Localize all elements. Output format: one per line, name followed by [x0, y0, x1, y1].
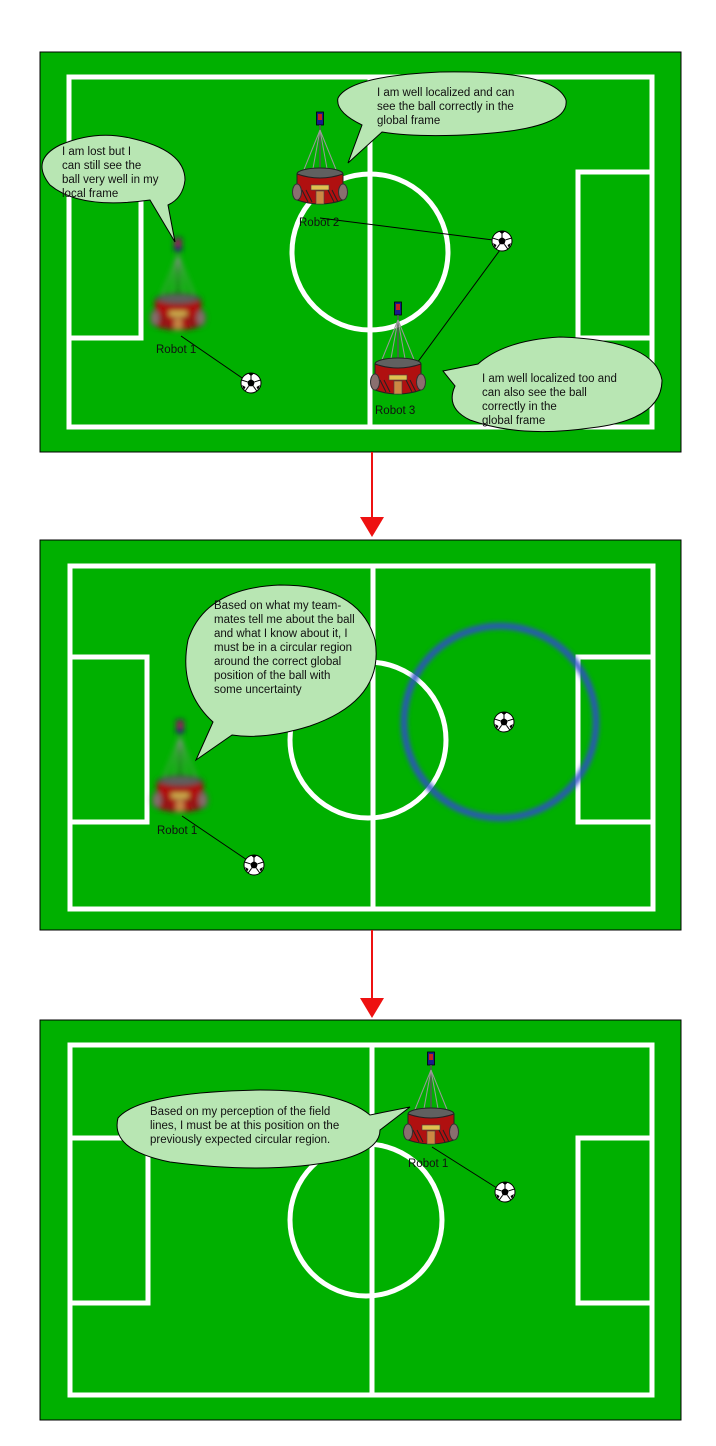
- speech-bubble-robot1: I am lost but I can still see the ball ver…: [41, 134, 186, 243]
- sight-line: [181, 815, 251, 863]
- soccer-ball-icon: [240, 372, 262, 394]
- robot-label: Robot 1: [408, 1158, 448, 1170]
- speech-line: and what I know about it, I: [214, 628, 348, 640]
- speech-bubble-robot1: Based on my perception of the field lines…: [116, 1089, 411, 1169]
- speech-line: lines, I must be at this position on the: [150, 1120, 339, 1132]
- field-3: [39, 1019, 682, 1421]
- speech-line: local frame: [62, 188, 118, 200]
- speech-line: must be in a circular region: [214, 642, 352, 654]
- speech-line: Based on what my team-: [214, 600, 341, 612]
- speech-line: mates tell me about the ball: [214, 614, 355, 626]
- speech-line: see the ball correctly in the: [377, 101, 514, 113]
- speech-line: previously expected circular region.: [150, 1134, 330, 1146]
- speech-line: Based on my perception of the field: [150, 1106, 330, 1118]
- speech-line: some uncertainty: [214, 684, 302, 696]
- arrow-down-icon: [360, 452, 384, 537]
- speech-bubble-robot3: I am well localized too and can also see …: [442, 336, 663, 433]
- speech-line: global frame: [482, 415, 545, 427]
- speech-line: I am well localized too and: [482, 373, 617, 385]
- panel-2: Robot 1 Based on what my team-mates tell…: [39, 539, 682, 931]
- sight-line: [180, 335, 249, 383]
- robot-label: Robot 1: [156, 344, 196, 356]
- speech-line: around the correct global: [214, 656, 341, 668]
- robot-label: Robot 1: [157, 825, 197, 837]
- speech-line: can still see the: [62, 160, 141, 172]
- soccer-ball-icon: [491, 230, 513, 252]
- robot-label: Robot 3: [375, 405, 415, 417]
- speech-text: I am well localized too and can also see …: [482, 373, 617, 427]
- speech-bubble-robot2: I am well localized and can see the ball …: [337, 71, 567, 164]
- soccer-ball-icon: [494, 1181, 516, 1203]
- speech-text: I am well localized and can see the ball …: [377, 87, 514, 127]
- speech-line: correctly in the: [482, 401, 557, 413]
- speech-line: global frame: [377, 115, 440, 127]
- sight-line: [319, 217, 502, 242]
- soccer-ball-icon: [243, 854, 265, 876]
- panel-3: Robot 1 Based on my perception of the fi…: [39, 1019, 682, 1421]
- arrow-down-icon: [360, 930, 384, 1018]
- sight-line: [431, 1146, 501, 1191]
- uncertainty-region: [400, 622, 600, 822]
- speech-text: Based on my perception of the field lines…: [150, 1106, 339, 1146]
- speech-line: I am well localized and can: [377, 87, 514, 99]
- speech-line: can also see the ball: [482, 387, 587, 399]
- speech-text: Based on what my team-mates tell me abou…: [214, 600, 355, 696]
- sight-line: [402, 249, 501, 383]
- panel-1: Robot 1 Robot 2 Robot 3 I am lost but I c…: [39, 51, 682, 453]
- speech-bubble-robot1: Based on what my team-mates tell me abou…: [185, 584, 377, 762]
- speech-line: position of the ball with: [214, 670, 330, 682]
- robot-label: Robot 2: [299, 217, 339, 229]
- speech-line: I am lost but I: [62, 146, 131, 158]
- speech-text: I am lost but I can still see the ball ver…: [62, 146, 159, 200]
- soccer-ball-icon: [493, 711, 515, 733]
- speech-line: ball very well in my: [62, 174, 159, 186]
- field-2: [39, 539, 682, 931]
